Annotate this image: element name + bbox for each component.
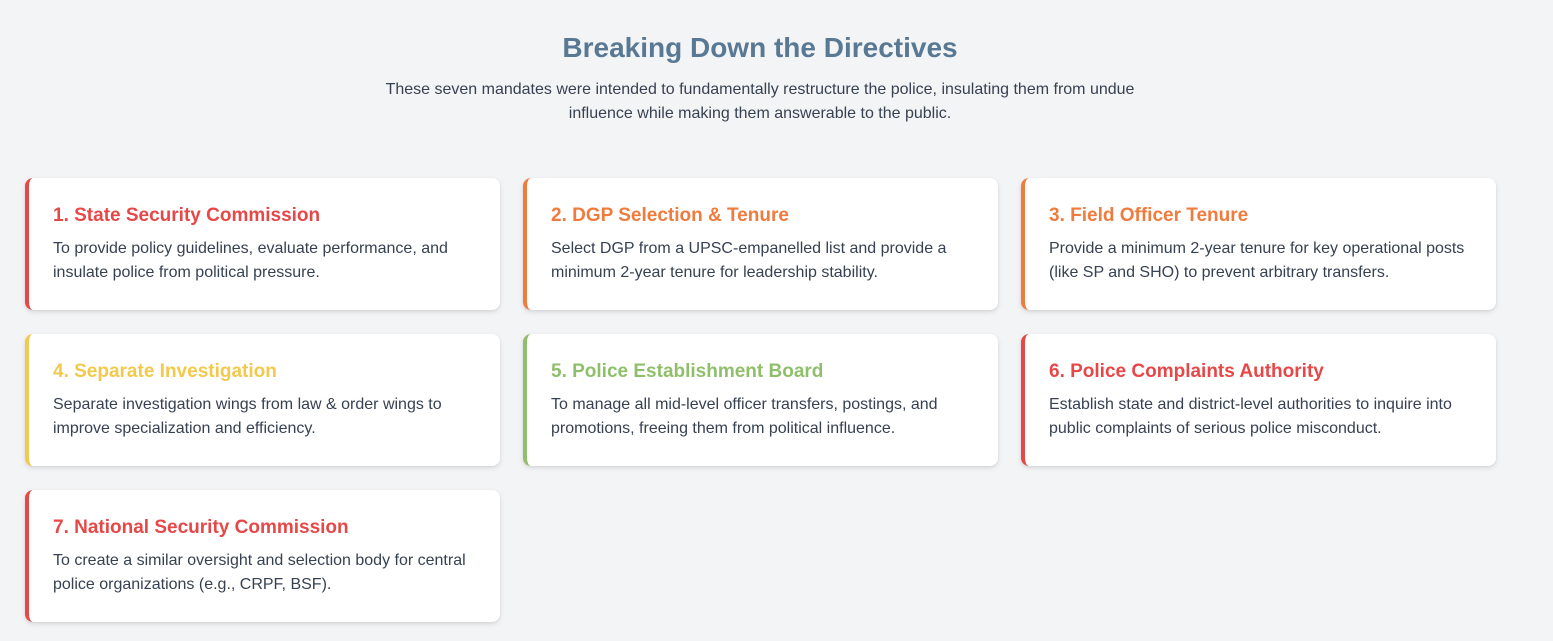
directive-description: To create a similar oversight and select… [53, 552, 466, 593]
directive-description: Separate investigation wings from law & … [53, 396, 442, 437]
directive-card-4: 4. Separate Investigation Separate inves… [25, 334, 500, 466]
directive-title: 3. Field Officer Tenure [1049, 205, 1249, 226]
directive-title: 5. Police Establishment Board [551, 361, 824, 382]
header: Breaking Down the Directives These seven… [0, 30, 1520, 126]
directive-description: Establish state and district-level autho… [1049, 396, 1452, 437]
directive-description: To manage all mid-level officer transfer… [551, 396, 938, 437]
directive-description: Provide a minimum 2-year tenure for key … [1049, 240, 1465, 281]
page-subtitle: These seven mandates were intended to fu… [385, 81, 1135, 122]
directive-description: To provide policy guidelines, evaluate p… [53, 240, 448, 281]
directive-card-6: 6. Police Complaints Authority Establish… [1021, 334, 1496, 466]
directive-title: 2. DGP Selection & Tenure [551, 205, 789, 226]
directive-title: 7. National Security Commission [53, 517, 349, 538]
directive-description: Select DGP from a UPSC-empanelled list a… [551, 240, 947, 281]
directives-grid: 1. State Security Commission To provide … [25, 178, 1496, 622]
directive-card-1: 1. State Security Commission To provide … [25, 178, 500, 310]
directive-title: 6. Police Complaints Authority [1049, 361, 1324, 382]
directive-title: 1. State Security Commission [53, 205, 321, 226]
directive-card-2: 2. DGP Selection & Tenure Select DGP fro… [523, 178, 998, 310]
directive-card-7: 7. National Security Commission To creat… [25, 490, 500, 622]
directive-title: 4. Separate Investigation [53, 361, 277, 382]
directive-card-5: 5. Police Establishment Board To manage … [523, 334, 998, 466]
page-title: Breaking Down the Directives [562, 32, 958, 63]
directive-card-3: 3. Field Officer Tenure Provide a minimu… [1021, 178, 1496, 310]
